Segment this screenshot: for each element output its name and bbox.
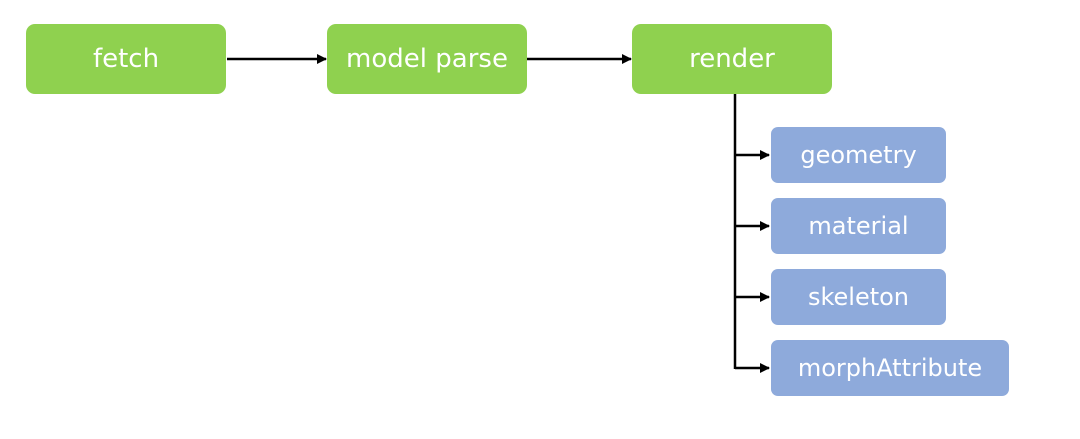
node-material: material bbox=[771, 198, 946, 254]
node-geometry: geometry bbox=[771, 127, 946, 183]
node-geometry-label: geometry bbox=[800, 141, 917, 169]
node-model-parse-label: model parse bbox=[346, 44, 508, 74]
node-render-label: render bbox=[689, 44, 775, 74]
node-skeleton: skeleton bbox=[771, 269, 946, 325]
node-material-label: material bbox=[808, 212, 909, 240]
node-fetch: fetch bbox=[26, 24, 226, 94]
node-model-parse: model parse bbox=[327, 24, 527, 94]
node-fetch-label: fetch bbox=[92, 44, 160, 74]
node-skeleton-label: skeleton bbox=[807, 283, 910, 311]
node-morphattribute-label: morphAttribute bbox=[797, 354, 983, 382]
node-morphattribute: morphAttribute bbox=[771, 340, 1009, 396]
node-render: render bbox=[632, 24, 832, 94]
